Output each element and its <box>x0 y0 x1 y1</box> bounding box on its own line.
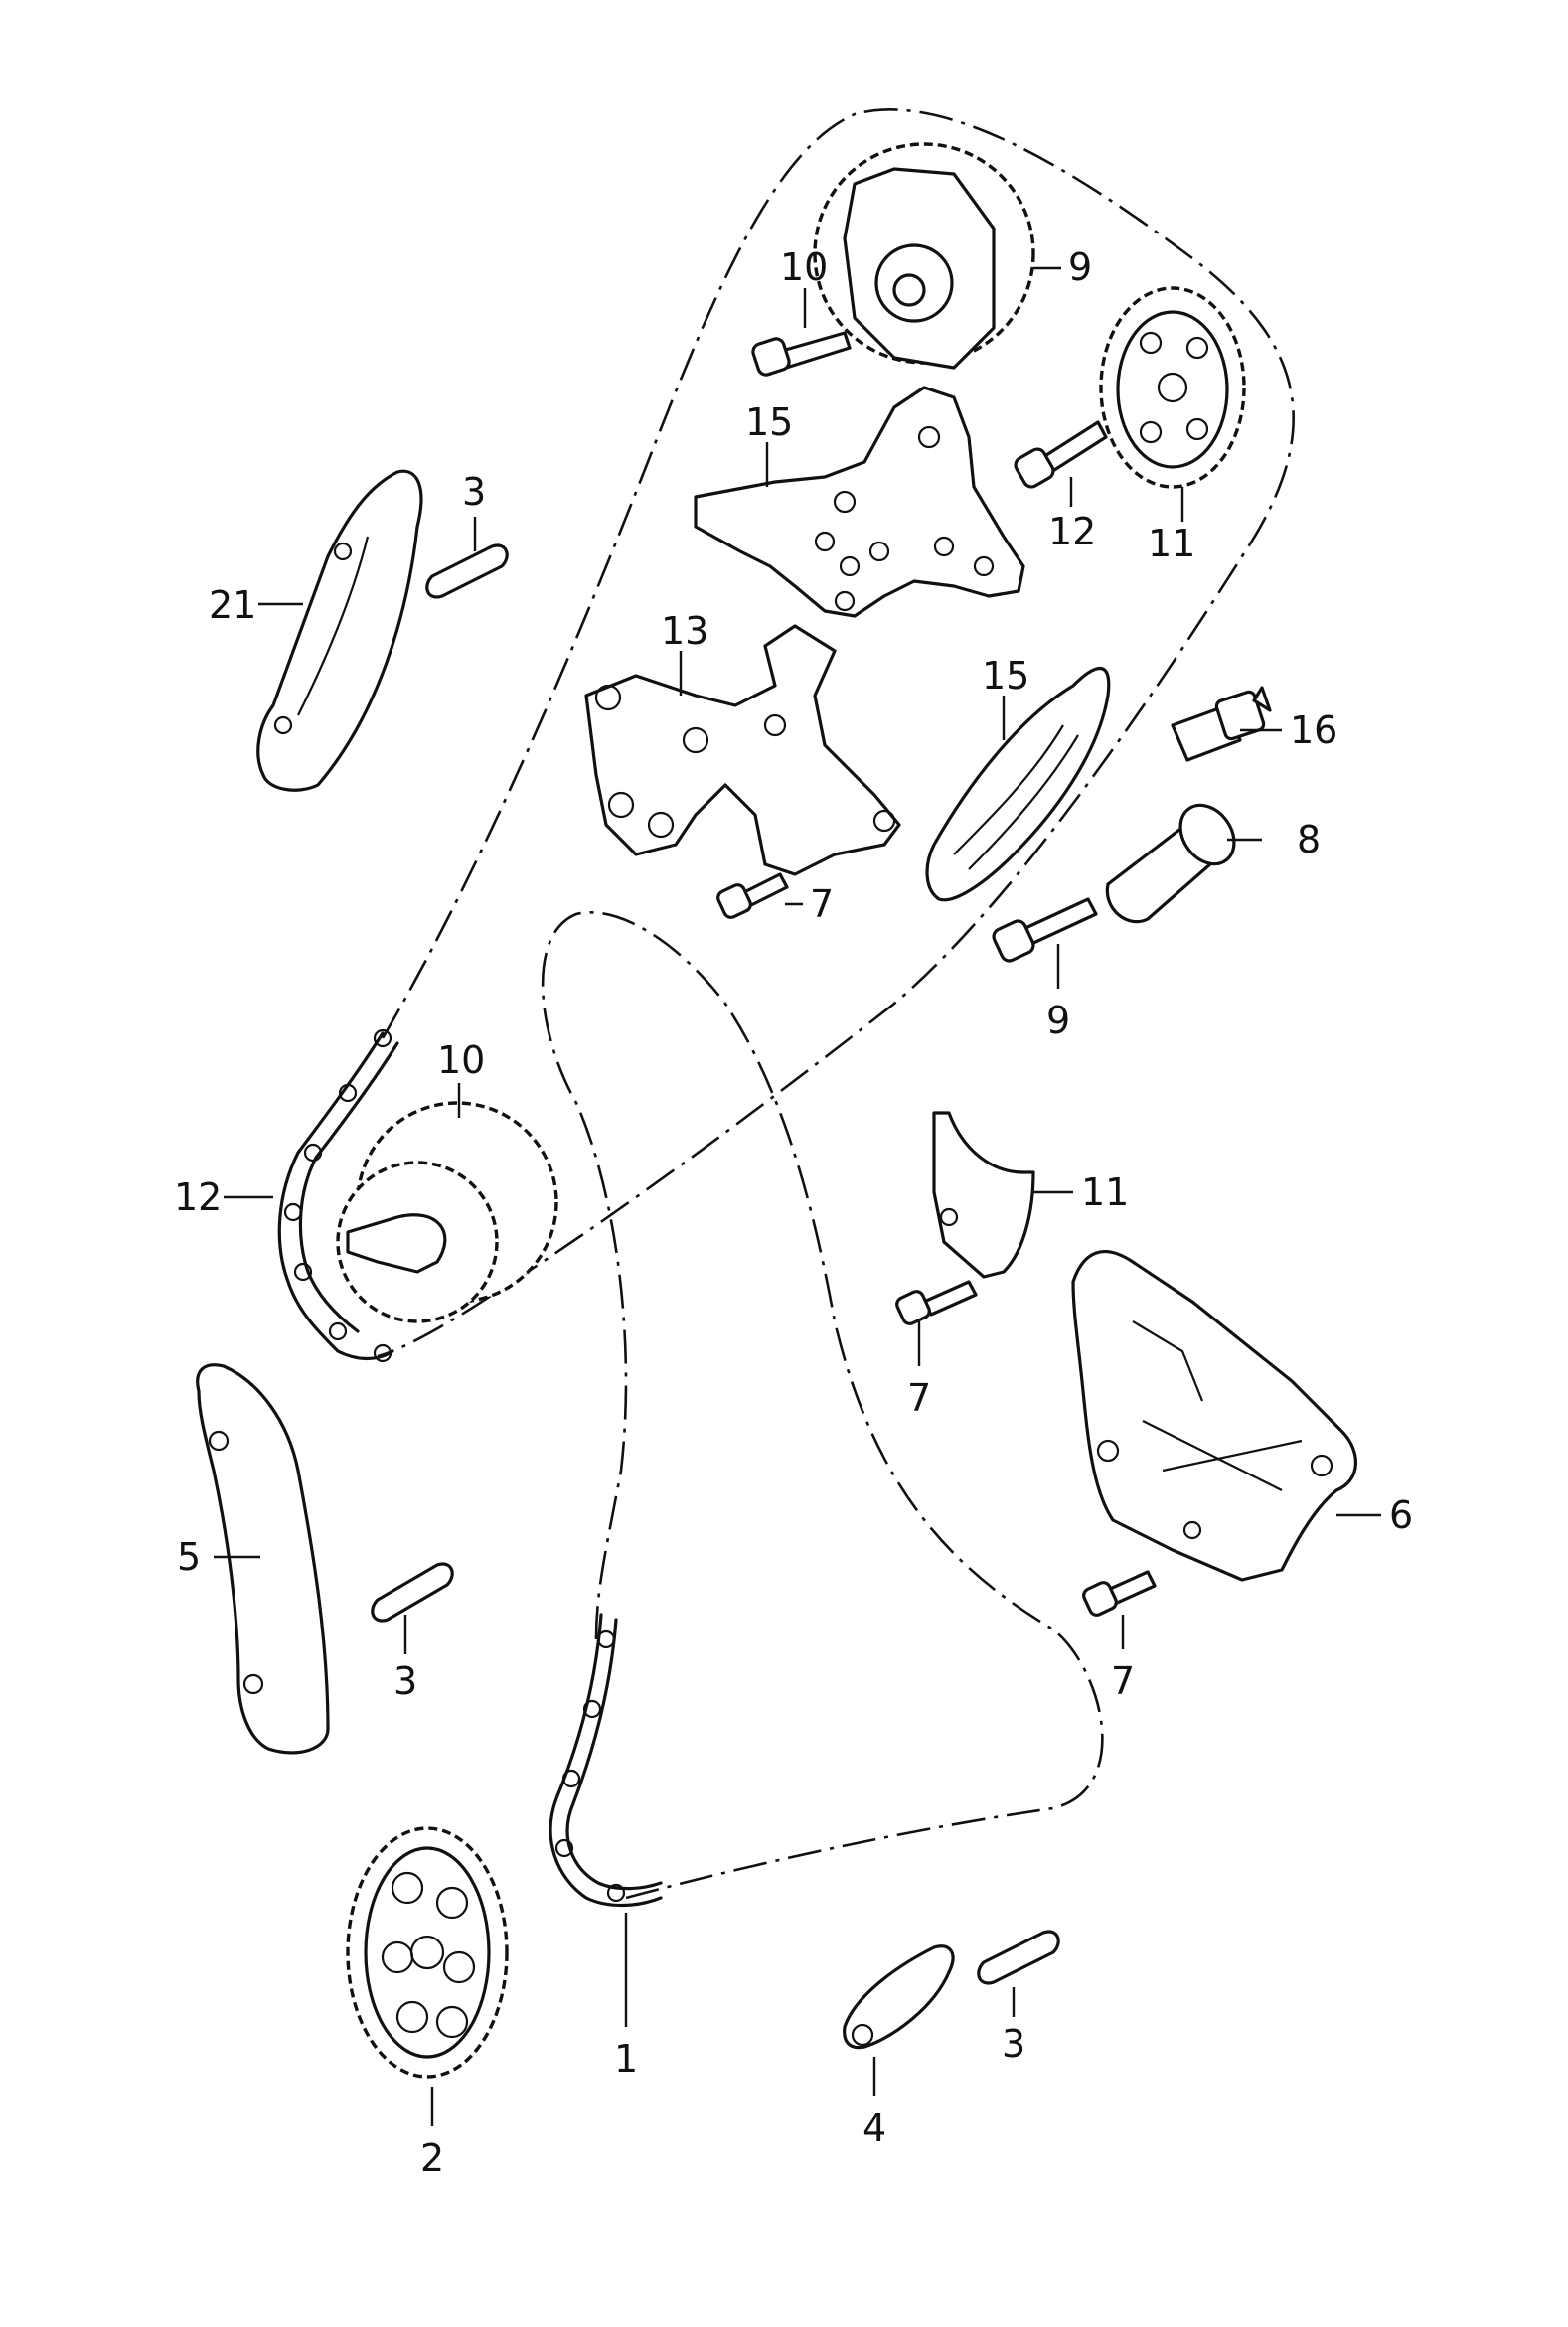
callout-6: 6 <box>1389 1493 1413 1537</box>
bolt-part-7-upper <box>716 872 789 919</box>
callout-4: 4 <box>862 2106 886 2150</box>
callout-21: 21 <box>209 583 256 627</box>
bolt-part-13 <box>751 331 852 377</box>
guide-rail-part-5 <box>196 1363 330 1755</box>
callout-3a: 3 <box>462 470 486 514</box>
crankshaft-sprocket-part-10 <box>336 1101 558 1323</box>
callout-9: 9 <box>1046 999 1070 1042</box>
callout-7c: 7 <box>1111 1659 1135 1703</box>
bracket-part-17 <box>584 624 901 876</box>
callout-7a: 7 <box>810 882 834 926</box>
callout-15: 12 <box>1048 510 1096 553</box>
timing-chain-part-16 <box>277 1028 399 1363</box>
bolt-part-7-middle <box>895 1280 978 1325</box>
timing-chain-part-1 <box>549 1613 663 1908</box>
callout-18: 15 <box>745 400 793 444</box>
leader-lines <box>214 266 1381 2126</box>
callout-14: 11 <box>1148 522 1195 565</box>
bolt-part-9 <box>992 897 1098 963</box>
bolt-part-7-lower <box>1082 1570 1157 1617</box>
tensioner-lever-part-4 <box>843 1944 955 2050</box>
bracket-part-11 <box>932 1111 1035 1279</box>
guide-rail-part-21 <box>256 469 423 792</box>
callout-8: 8 <box>1297 818 1321 861</box>
callout-7b: 7 <box>907 1376 931 1420</box>
tensioner-housing-part-6 <box>1071 1250 1357 1582</box>
sender-unit-part-20 <box>1171 686 1272 762</box>
gasket-plate-part-18 <box>694 386 1025 618</box>
pin-part-3-middle <box>371 1562 454 1623</box>
callout-1: 1 <box>614 2037 638 2081</box>
bolt-part-15 <box>1014 420 1108 489</box>
camshaft-sprocket-part-14 <box>1099 286 1246 489</box>
callout-20: 16 <box>1290 708 1337 752</box>
chain-tensioner-part-8 <box>1105 803 1236 924</box>
callout-11: 11 <box>1081 1170 1129 1214</box>
callout-19: 15 <box>982 654 1029 698</box>
callout-labels: 9 10 11 12 15 3 21 13 15 16 8 7 9 10 12 … <box>174 245 1413 2180</box>
lower-chain-path <box>541 911 1104 1900</box>
callout-13: 10 <box>780 245 828 289</box>
callout-16: 12 <box>174 1175 222 1219</box>
callout-17: 13 <box>661 609 708 653</box>
oil-pump-sprocket-part-2 <box>346 1826 509 2079</box>
callout-12: 9 <box>1068 245 1092 289</box>
callout-10: 10 <box>437 1038 485 1082</box>
tensioner-rail-part-19 <box>925 666 1111 902</box>
callout-5: 5 <box>177 1535 201 1579</box>
callout-3c: 3 <box>1002 2022 1025 2066</box>
upper-chain-path <box>377 108 1295 1358</box>
callout-2: 2 <box>420 2136 444 2180</box>
pin-part-3-lower <box>977 1930 1060 1985</box>
camshaft-adjuster-part-12 <box>813 142 1035 370</box>
callout-3b: 3 <box>393 1659 417 1703</box>
pin-part-3-upper <box>425 543 509 599</box>
